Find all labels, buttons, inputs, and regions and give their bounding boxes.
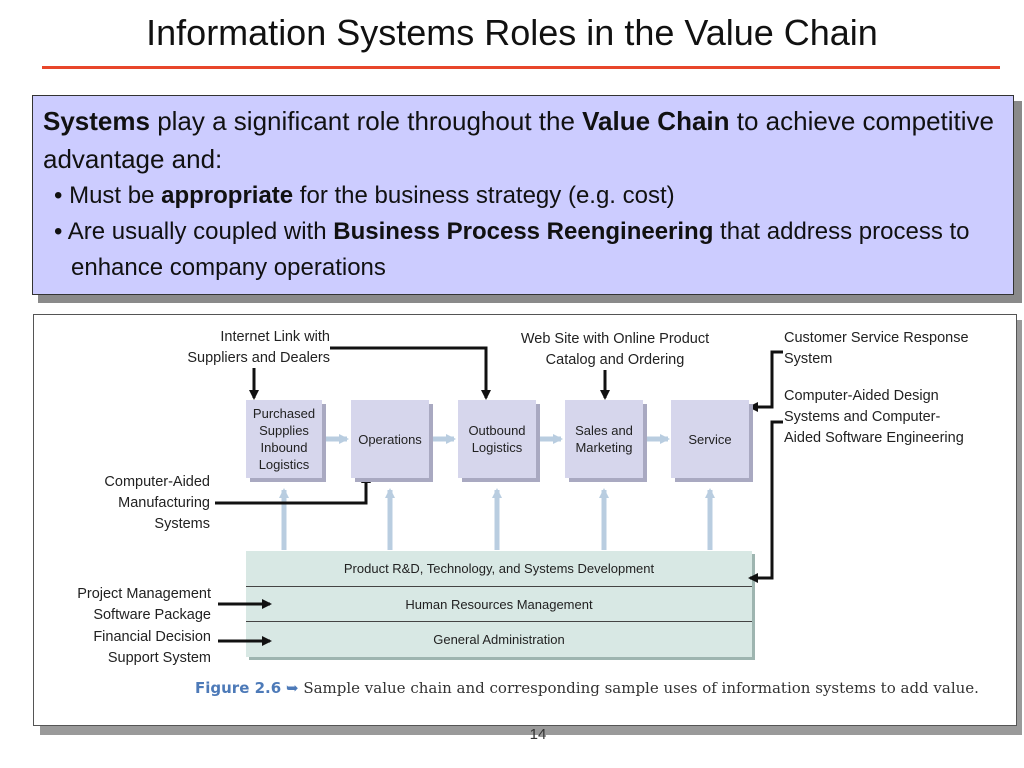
- label-web-site: Web Site with Online Product Catalog and…: [520, 331, 710, 368]
- title-underline: [42, 66, 1000, 69]
- lead-text-2: to achieve competitive advantage and:: [43, 106, 994, 174]
- callout-box: Systems play a significant role througho…: [32, 95, 1014, 295]
- caption-figure-number: Figure 2.6: [195, 679, 282, 697]
- support-rnd: Product R&D, Technology, and Systems Dev…: [246, 551, 752, 586]
- label-financial: Financial Decision Support System: [93, 629, 211, 666]
- figure-frame: [33, 314, 1017, 726]
- bullet-prefix: • Are usually coupled with: [54, 218, 334, 245]
- slide-title: Information Systems Roles in the Value C…: [146, 12, 878, 53]
- lead-bold-systems: Systems: [43, 106, 150, 136]
- support-flow-arrows: [279, 488, 715, 550]
- activity-inbound-logistics: Purchased Supplies Inbound Logistics: [246, 400, 322, 478]
- page-number: 14: [529, 726, 547, 743]
- callout-bullet: • Must be appropriate for the business s…: [43, 178, 1003, 214]
- activity-operations: Operations: [351, 400, 429, 478]
- label-internet-link: Internet Link with Suppliers and Dealers: [187, 329, 330, 366]
- lead-bold-value-chain: Value Chain: [582, 106, 730, 136]
- support-hr: Human Resources Management: [246, 586, 752, 622]
- callout-bullet: • Are usually coupled with Business Proc…: [43, 214, 1003, 286]
- system-connectors: [215, 346, 783, 646]
- label-cad: Computer-Aided Design Systems and Comput…: [784, 388, 964, 446]
- bullet-bold: appropriate: [161, 182, 294, 209]
- figure-caption: Figure 2.6 ➥ Sample value chain and corr…: [195, 679, 979, 697]
- bullet-bold: Business Process Reengineering: [333, 218, 714, 245]
- caption-arrow-icon: ➥: [285, 679, 299, 697]
- bullet-prefix: • Must be: [54, 182, 162, 209]
- lead-text-1: play a significant role throughout the: [149, 106, 583, 136]
- activity-sales-marketing: Sales and Marketing: [565, 400, 643, 478]
- activity-service: Service: [671, 400, 749, 478]
- activity-outbound-logistics: Outbound Logistics: [458, 400, 536, 478]
- label-project-mgmt: Project Management Software Package: [77, 586, 211, 623]
- bullet-suffix: for the business strategy (e.g. cost): [293, 182, 675, 209]
- callout-lead: Systems play a significant role througho…: [43, 102, 1003, 178]
- label-customer-service: Customer Service Response System: [784, 330, 969, 367]
- support-admin: General Administration: [246, 621, 752, 657]
- label-cam: Computer-Aided Manufacturing Systems: [104, 474, 210, 532]
- caption-text: Sample value chain and corresponding sam…: [303, 679, 979, 697]
- bullet-suffix: that address process to enhance company …: [71, 218, 970, 281]
